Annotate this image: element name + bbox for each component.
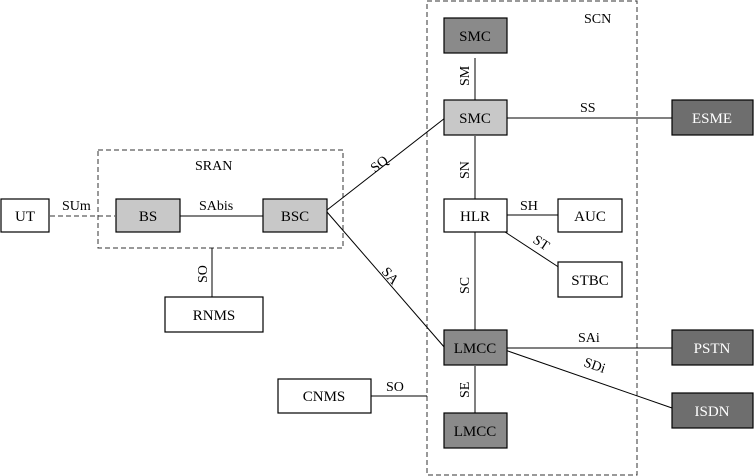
node-isdn-label: ISDN bbox=[694, 404, 729, 420]
node-isdn: ISDN bbox=[671, 392, 754, 429]
link-label-sa: SA bbox=[378, 265, 402, 289]
link-label-sn: SN bbox=[458, 161, 473, 179]
node-lmcc-bottom-label: LMCC bbox=[454, 424, 497, 440]
node-bs: BS bbox=[115, 198, 181, 233]
node-cnms-label: CNMS bbox=[303, 389, 346, 405]
link-label-sh: SH bbox=[520, 199, 538, 214]
link-label-sc: SC bbox=[458, 277, 473, 294]
scn-region-label: SCN bbox=[584, 12, 611, 27]
link-bsc-smc bbox=[326, 117, 446, 211]
node-smc: SMC bbox=[443, 99, 508, 136]
link-hlr-stbc bbox=[501, 229, 561, 269]
node-smc-top-label: SMC bbox=[459, 29, 491, 45]
node-stbc: STBC bbox=[557, 261, 623, 298]
link-label-se: SE bbox=[458, 382, 473, 398]
link-label-ss: SS bbox=[580, 101, 596, 116]
node-bsc-label: BSC bbox=[281, 209, 309, 225]
sran-region-label: SRAN bbox=[195, 159, 232, 174]
node-bs-label: BS bbox=[139, 209, 157, 225]
node-hlr-label: HLR bbox=[460, 209, 490, 225]
node-ut-label: UT bbox=[15, 209, 35, 225]
node-esme-label: ESME bbox=[692, 111, 732, 127]
link-label-sai: SAi bbox=[578, 331, 600, 346]
node-lmcc-bottom: LMCC bbox=[443, 412, 508, 449]
link-label-sum: SUm bbox=[62, 199, 91, 214]
link-label-sm: SM bbox=[458, 65, 473, 86]
node-bsc: BSC bbox=[262, 198, 328, 233]
node-pstn: PSTN bbox=[671, 329, 754, 366]
link-label-sabis: SAbis bbox=[199, 199, 233, 214]
node-smc-top: SMC bbox=[443, 17, 508, 54]
node-lmcc: LMCC bbox=[443, 329, 508, 366]
node-pstn-label: PSTN bbox=[694, 341, 731, 357]
link-label-so-rnms: SO bbox=[196, 265, 211, 283]
sran-region bbox=[97, 149, 344, 249]
link-label-sq: SQ bbox=[368, 153, 391, 176]
node-auc: AUC bbox=[557, 198, 623, 233]
node-smc-label: SMC bbox=[459, 111, 491, 127]
node-ut: UT bbox=[0, 198, 50, 233]
link-bsc-lmcc bbox=[326, 211, 446, 349]
link-label-sdi: SDi bbox=[582, 356, 608, 377]
node-lmcc-label: LMCC bbox=[454, 341, 497, 357]
node-rnms: RNMS bbox=[164, 296, 264, 333]
node-hlr: HLR bbox=[443, 198, 508, 233]
scn-region bbox=[426, 0, 638, 476]
node-cnms: CNMS bbox=[277, 378, 372, 414]
node-esme: ESME bbox=[671, 99, 754, 136]
link-label-so-cnms: SO bbox=[386, 380, 404, 395]
node-stbc-label: STBC bbox=[571, 273, 609, 289]
link-lmcc-isdn bbox=[504, 349, 673, 409]
node-auc-label: AUC bbox=[574, 209, 606, 225]
link-label-st: ST bbox=[530, 233, 552, 255]
node-rnms-label: RNMS bbox=[193, 308, 236, 324]
